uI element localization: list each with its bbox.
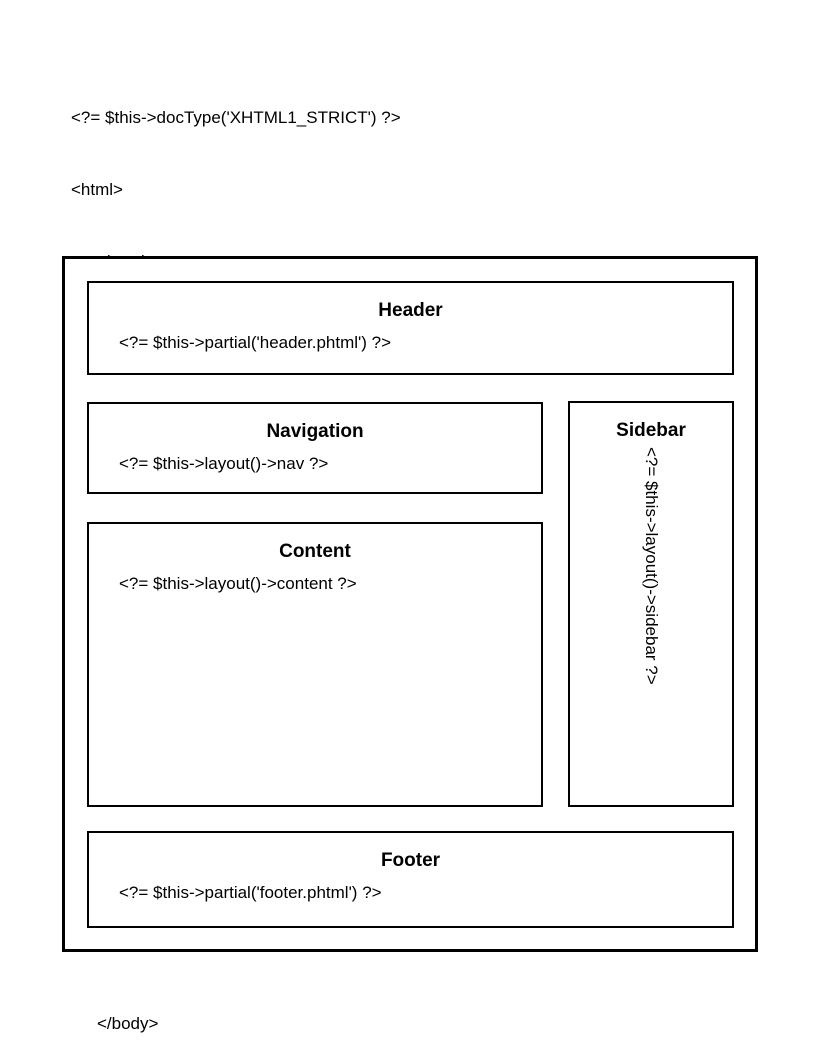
navigation-region-code: <?= $this->layout()->nav ?>: [119, 454, 329, 473]
header-region-code: <?= $this->partial('header.phtml') ?>: [119, 333, 392, 352]
navigation-region-title: Navigation: [266, 421, 364, 442]
navigation-region-box: Navigation <?= $this->layout()->nav ?>: [87, 402, 543, 494]
content-region-title: Content: [279, 541, 351, 562]
header-region-box: Header <?= $this->partial('header.phtml'…: [87, 281, 734, 375]
sidebar-region-title: Sidebar: [616, 420, 686, 441]
footer-region-title: Footer: [380, 850, 441, 871]
code-line-doctype: <?= $this->docType('XHTML1_STRICT') ?>: [71, 108, 401, 127]
sidebar-region-box: Sidebar <?= $this->layout()->sidebar ?>: [568, 401, 734, 807]
content-region-code: <?= $this->layout()->content ?>: [119, 574, 357, 593]
code-line-html-open: <html>: [71, 180, 123, 199]
body-region-box: Header <?= $this->partial('header.phtml'…: [62, 256, 758, 952]
footer-region-box: Footer <?= $this->partial('footer.phtml'…: [87, 831, 734, 928]
code-line-body-close: </body>: [97, 1014, 159, 1033]
layout-script-code-bottom: </body> </html>: [71, 964, 158, 1056]
sidebar-region-code: <?= $this->layout()->sidebar ?>: [642, 447, 661, 685]
footer-region-code: <?= $this->partial('footer.phtml') ?>: [119, 883, 382, 902]
content-region-box: Content <?= $this->layout()->content ?>: [87, 522, 543, 807]
header-region-title: Header: [378, 300, 443, 321]
